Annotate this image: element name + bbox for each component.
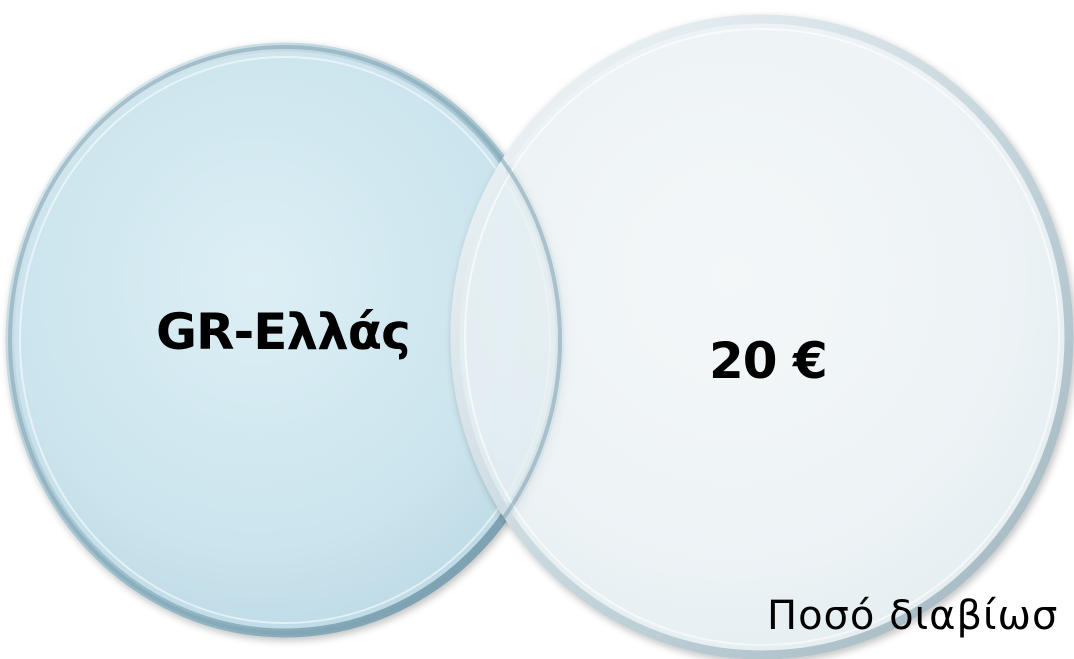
circle-left-label: GR-Ελλάς [156, 303, 411, 361]
circle-right [450, 14, 1074, 659]
circle-left-rim-overlay [8, 45, 562, 635]
diagram-caption: Ποσό διαβίωσ [767, 593, 1059, 639]
circle-right-label: 20 € [709, 332, 828, 390]
